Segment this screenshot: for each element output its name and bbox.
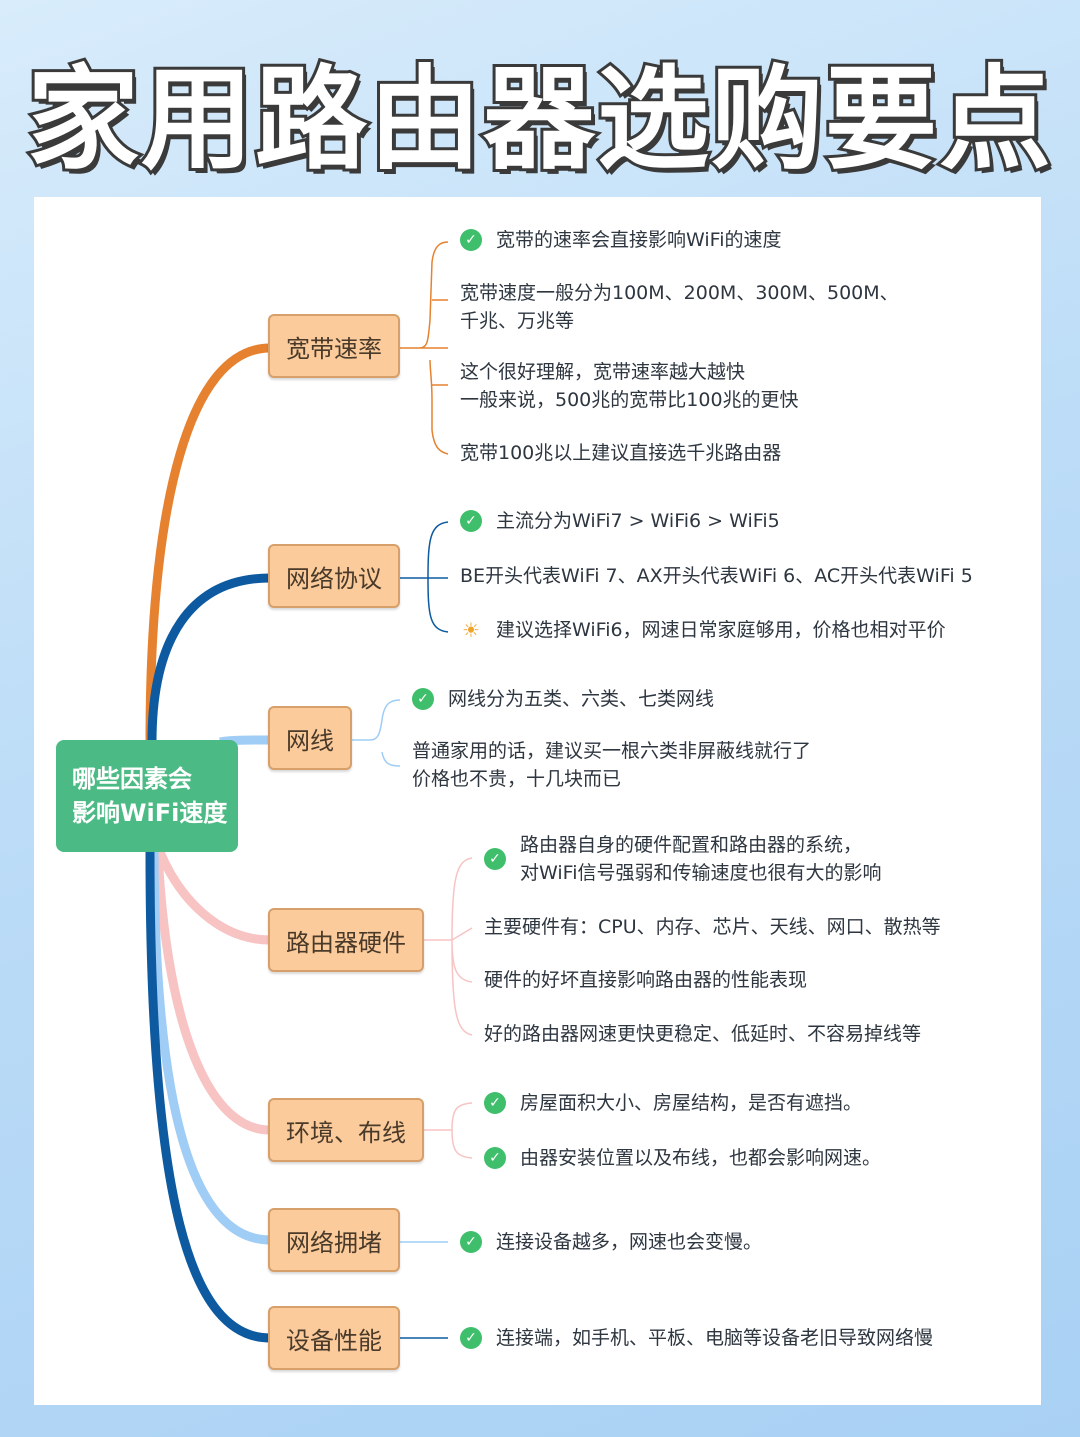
node-broadband: 宽带速率 — [268, 314, 400, 378]
leaf-item: ✓ 宽带的速率会直接影响WiFi的速度 — [460, 226, 781, 254]
check-icon: ✓ — [484, 1092, 506, 1114]
node-environment: 环境、布线 — [268, 1098, 424, 1162]
link-device — [145, 851, 271, 1343]
leaf-item: 好的路由器网速更快更稳定、低延时、不容易掉线等 — [484, 1023, 922, 1045]
check-icon: ✓ — [460, 1327, 482, 1349]
leaf-item: ✓ 网线分为五类、六类、七类网线 — [412, 685, 714, 713]
root-node: 哪些因素会 影响WiFi速度 — [56, 740, 238, 852]
node-cable: 网线 — [268, 706, 352, 770]
leaf-item: 硬件的好坏直接影响路由器的性能表现 — [484, 969, 808, 991]
leaf-item: ✓ 连接端，如手机、平板、电脑等设备老旧导致网络慢 — [460, 1324, 933, 1352]
bracket-cable — [352, 699, 401, 767]
check-icon: ✓ — [412, 688, 434, 710]
bracket-broadband — [400, 241, 449, 455]
leaf-item: 宽带速度一般分为100M、200M、300M、500M、千兆、万兆等 — [460, 282, 899, 332]
check-icon: ✓ — [484, 848, 506, 870]
link-congestion — [149, 851, 271, 1245]
node-device: 设备性能 — [268, 1306, 400, 1370]
link-broadband — [145, 343, 271, 743]
check-icon: ✓ — [460, 229, 482, 251]
check-icon: ✓ — [460, 510, 482, 532]
bracket-environment — [424, 1102, 473, 1159]
lightbulb-icon: ☀ — [462, 618, 480, 642]
link-protocol — [147, 573, 271, 743]
page-title: 家用路由器选购要点 — [24, 52, 1054, 188]
root-line-2: 影响WiFi速度 — [72, 799, 228, 827]
bracket-protocol — [400, 521, 449, 633]
leaf-item: 主要硬件有：CPU、内存、芯片、天线、网口、散热等 — [484, 916, 941, 938]
check-icon: ✓ — [460, 1231, 482, 1253]
link-environment — [153, 851, 271, 1135]
link-hardware — [155, 850, 271, 945]
leaf-item: 这个很好理解，宽带速率越大越快一般来说，500兆的宽带比100兆的更快 — [460, 361, 799, 411]
leaf-item: ✓ 主流分为WiFi7 > WiFi6 > WiFi5 — [460, 507, 780, 535]
leaf-item: ☀ 建议选择WiFi6，网速日常家庭够用，价格也相对平价 — [460, 616, 946, 644]
leaf-item: 普通家用的话，建议买一根六类非屏蔽线就行了价格也不贵，十几块而已 — [412, 740, 812, 790]
node-congestion: 网络拥堵 — [268, 1208, 400, 1272]
leaf-item: 宽带100兆以上建议直接选千兆路由器 — [460, 442, 782, 464]
leaf-item: ✓ 由器安装位置以及布线，也都会影响网速。 — [484, 1144, 881, 1172]
node-hardware: 路由器硬件 — [268, 908, 424, 972]
leaf-item: ✓ 连接设备越多，网速也会变慢。 — [460, 1228, 762, 1256]
check-icon: ✓ — [484, 1147, 506, 1169]
node-protocol: 网络协议 — [268, 544, 400, 608]
root-line-1: 哪些因素会 — [72, 765, 192, 793]
bracket-hardware — [424, 857, 473, 1036]
leaf-item: ✓ 房屋面积大小、房屋结构，是否有遮挡。 — [484, 1089, 862, 1117]
leaf-item: BE开头代表WiFi 7、AX开头代表WiFi 6、AC开头代表WiFi 5 — [460, 565, 973, 587]
leaf-item: ✓ 路由器自身的硬件配置和路由器的系统，对WiFi信号强弱和传输速度也很有大的影… — [484, 831, 881, 887]
